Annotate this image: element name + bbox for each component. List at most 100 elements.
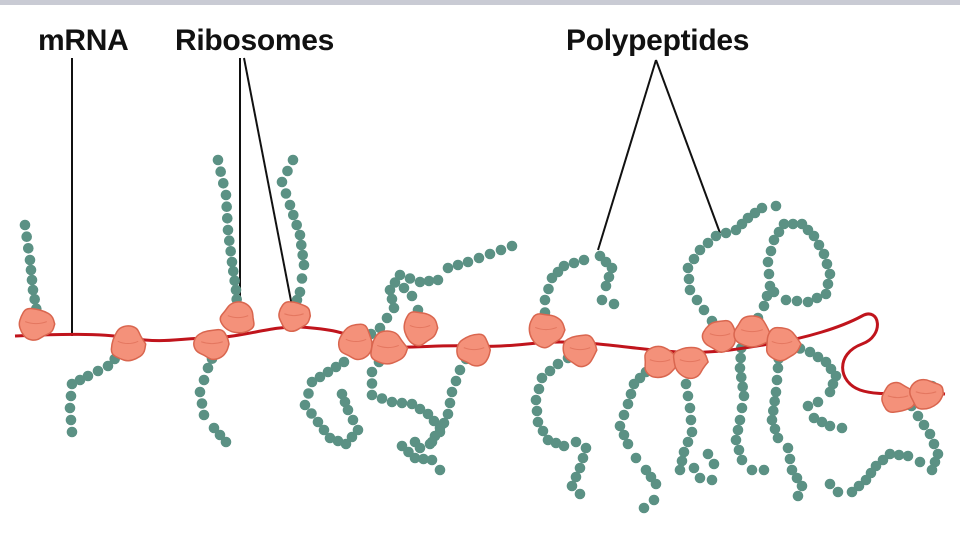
amino-acid-bead — [804, 346, 816, 358]
amino-acid-bead — [406, 398, 418, 410]
polypeptide-chain — [682, 200, 782, 338]
amino-acid-bead — [710, 230, 722, 242]
amino-acid-bead — [630, 452, 642, 464]
mrna-label: mRNA — [38, 24, 129, 57]
amino-acid-bead — [684, 402, 696, 414]
amino-acid-bead — [506, 240, 518, 252]
amino-acid-bead — [791, 472, 803, 484]
amino-acid-bead — [912, 410, 924, 422]
amino-acid-bead — [228, 266, 239, 277]
amino-acid-bead — [426, 436, 438, 448]
amino-acid-bead — [770, 200, 782, 212]
amino-acid-bead — [824, 420, 836, 432]
amino-acid-bead — [336, 388, 348, 400]
amino-acid-bead — [884, 448, 896, 460]
polypeptide-chain — [366, 346, 446, 476]
ribosome — [403, 311, 439, 347]
amino-acid-bead — [74, 374, 86, 386]
amino-acid-bead — [414, 442, 426, 454]
amino-acid-bead — [338, 356, 350, 368]
amino-acid-bead — [531, 405, 543, 417]
amino-acid-bead — [778, 218, 790, 230]
amino-acid-bead — [730, 434, 742, 446]
amino-acid-bead — [384, 284, 396, 296]
amino-acid-bead — [454, 364, 466, 376]
amino-acid-bead — [836, 422, 848, 434]
amino-acid-bead — [446, 386, 458, 398]
amino-acid-bead — [339, 396, 351, 408]
amino-acid-bead — [758, 300, 770, 312]
amino-acid-bead — [802, 296, 814, 308]
amino-acid-bead — [409, 452, 421, 464]
amino-acid-bead — [772, 362, 784, 374]
amino-acid-bead — [768, 234, 780, 246]
amino-acid-bead — [288, 209, 299, 221]
amino-acid-bead — [533, 383, 545, 395]
amino-acid-bead — [770, 386, 782, 398]
amino-acid-bead — [23, 243, 34, 254]
amino-acid-bead — [92, 365, 104, 377]
amino-acid-bead — [808, 230, 820, 242]
ribosome — [733, 315, 771, 348]
polypeptide-chain — [19, 219, 44, 324]
amino-acid-bead — [65, 414, 77, 426]
amino-acid-bead — [280, 188, 292, 199]
amino-acid-bead — [198, 374, 210, 386]
amino-acid-bead — [638, 502, 650, 514]
amino-acid-bead — [929, 456, 941, 468]
amino-acid-bead — [284, 199, 296, 211]
amino-acid-bead — [442, 262, 454, 274]
amino-acid-bead — [222, 213, 233, 224]
ribosomes — [18, 300, 945, 413]
polypeptide-chain — [530, 346, 592, 500]
amino-acid-bead — [473, 252, 485, 264]
amino-acid-bead — [618, 429, 630, 441]
amino-acid-bead — [614, 420, 626, 432]
amino-acid-bead — [330, 361, 342, 373]
amino-acid-bead — [782, 442, 794, 454]
amino-acid-bead — [194, 386, 206, 398]
amino-acid-bead — [450, 375, 462, 387]
amino-acid-bead — [318, 424, 330, 436]
amino-acid-bead — [202, 362, 214, 374]
amino-acid-bead — [347, 414, 359, 426]
amino-acid-bead — [824, 478, 836, 490]
amino-acid-bead — [702, 237, 714, 249]
amino-acid-bead — [762, 256, 774, 268]
amino-acid-bead — [536, 372, 548, 384]
amino-acid-bead — [66, 378, 78, 390]
amino-acid-bead — [291, 219, 303, 231]
ribosome — [193, 328, 230, 361]
amino-acid-bead — [221, 201, 232, 212]
amino-acid-bead — [926, 464, 938, 476]
ribosome — [278, 300, 312, 333]
amino-acid-bead — [65, 390, 77, 402]
amino-acid-bead — [622, 438, 634, 450]
amino-acid-bead — [824, 386, 836, 398]
polypeptide-chain — [730, 332, 770, 476]
amino-acid-bead — [738, 390, 750, 402]
leader-line — [597, 59, 657, 251]
amino-acid-bead — [771, 374, 783, 386]
amino-acid-bead — [426, 454, 438, 466]
amino-acid-bead — [539, 294, 551, 306]
amino-acid-bead — [558, 260, 570, 272]
amino-acid-bead — [691, 294, 703, 306]
amino-acid-bead — [737, 381, 748, 393]
amino-acid-bead — [683, 273, 695, 285]
ribosome — [219, 301, 255, 334]
amino-acid-bead — [802, 400, 814, 412]
amino-acid-bead — [386, 293, 398, 305]
amino-acid-bead — [276, 176, 288, 188]
amino-acid-bead — [423, 275, 435, 287]
amino-acid-bead — [218, 178, 229, 189]
ribosome — [562, 334, 598, 368]
amino-acid-bead — [552, 358, 564, 370]
amino-acid-bead — [25, 264, 37, 276]
amino-acid-bead — [389, 277, 401, 288]
amino-acid-bead — [606, 262, 618, 274]
amino-acid-bead — [780, 294, 792, 306]
amino-acid-bead — [791, 295, 803, 307]
amino-acid-bead — [846, 486, 858, 498]
amino-acid-bead — [82, 370, 94, 382]
